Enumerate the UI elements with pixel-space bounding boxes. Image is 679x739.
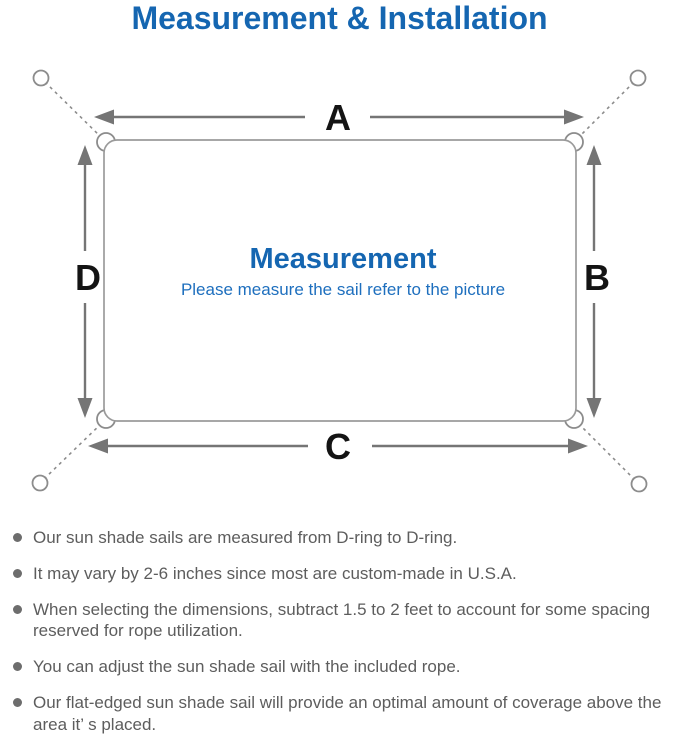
rope-dashed-line-bottom-left — [43, 420, 105, 480]
arrow-b-down-head — [586, 398, 602, 418]
note-text: When selecting the dimensions, subtract … — [33, 599, 651, 641]
sail-rectangle — [103, 139, 577, 422]
list-item: Our sun shade sails are measured from D-… — [10, 527, 672, 549]
bullet-icon — [13, 533, 22, 542]
center-title: Measurement — [250, 243, 437, 275]
bullet-icon — [13, 568, 22, 578]
rope-dashed-line-top-right — [575, 81, 635, 141]
arrow-c-right-head — [568, 438, 588, 454]
anchor-point-circles — [31, 69, 648, 493]
measurement-diagram-svg: A C D B — [31, 69, 648, 493]
list-item: You can adjust the sun shade sail with t… — [10, 656, 672, 678]
notes-list: Our sun shade sails are measured from D-… — [10, 527, 672, 739]
page-title: Measurement & Installation — [131, 0, 548, 36]
measurement-diagram: A C D B — [0, 55, 679, 515]
bullet-icon — [13, 604, 22, 614]
rope-dashed-line-top-left — [44, 81, 105, 141]
anchor-point-circle-bottom-right — [630, 475, 648, 493]
dimension-label-d: D — [75, 257, 101, 298]
note-text: Our sun shade sails are measured from D-… — [33, 528, 458, 547]
arrow-a-left-head — [94, 109, 114, 125]
anchor-point-circle-top-left — [32, 69, 50, 87]
dimension-label-b: B — [584, 257, 610, 298]
dimension-label-a: A — [325, 97, 351, 138]
dimension-label-c: C — [325, 426, 351, 467]
list-item: When selecting the dimensions, subtract … — [10, 599, 672, 643]
anchor-point-circle-bottom-left — [31, 474, 49, 492]
arrow-c-left-head — [88, 438, 108, 454]
arrow-d-up-head — [77, 145, 93, 165]
arrow-a — [94, 109, 584, 125]
arrow-c — [88, 438, 588, 454]
note-text: It may vary by 2-6 inches since most are… — [33, 563, 517, 583]
arrow-d-down-head — [77, 398, 93, 418]
list-item: It may vary by 2-6 inches since most are… — [10, 563, 672, 585]
arrow-b-up-head — [586, 145, 602, 165]
arrow-a-right-head — [564, 109, 584, 125]
bullet-icon — [13, 697, 22, 707]
arrow-b — [586, 145, 602, 418]
arrow-d — [77, 145, 93, 418]
center-subtitle: Please measure the sail refer to the pic… — [181, 280, 505, 299]
anchor-point-circle-top-right — [629, 69, 647, 87]
bullet-icon — [13, 662, 22, 671]
note-text: Our flat-edged sun shade sail will provi… — [33, 692, 662, 734]
note-text: You can adjust the sun shade sail with t… — [33, 657, 461, 676]
rope-dashed-line-bottom-right — [575, 420, 636, 481]
list-item: Our flat-edged sun shade sail will provi… — [10, 692, 672, 736]
